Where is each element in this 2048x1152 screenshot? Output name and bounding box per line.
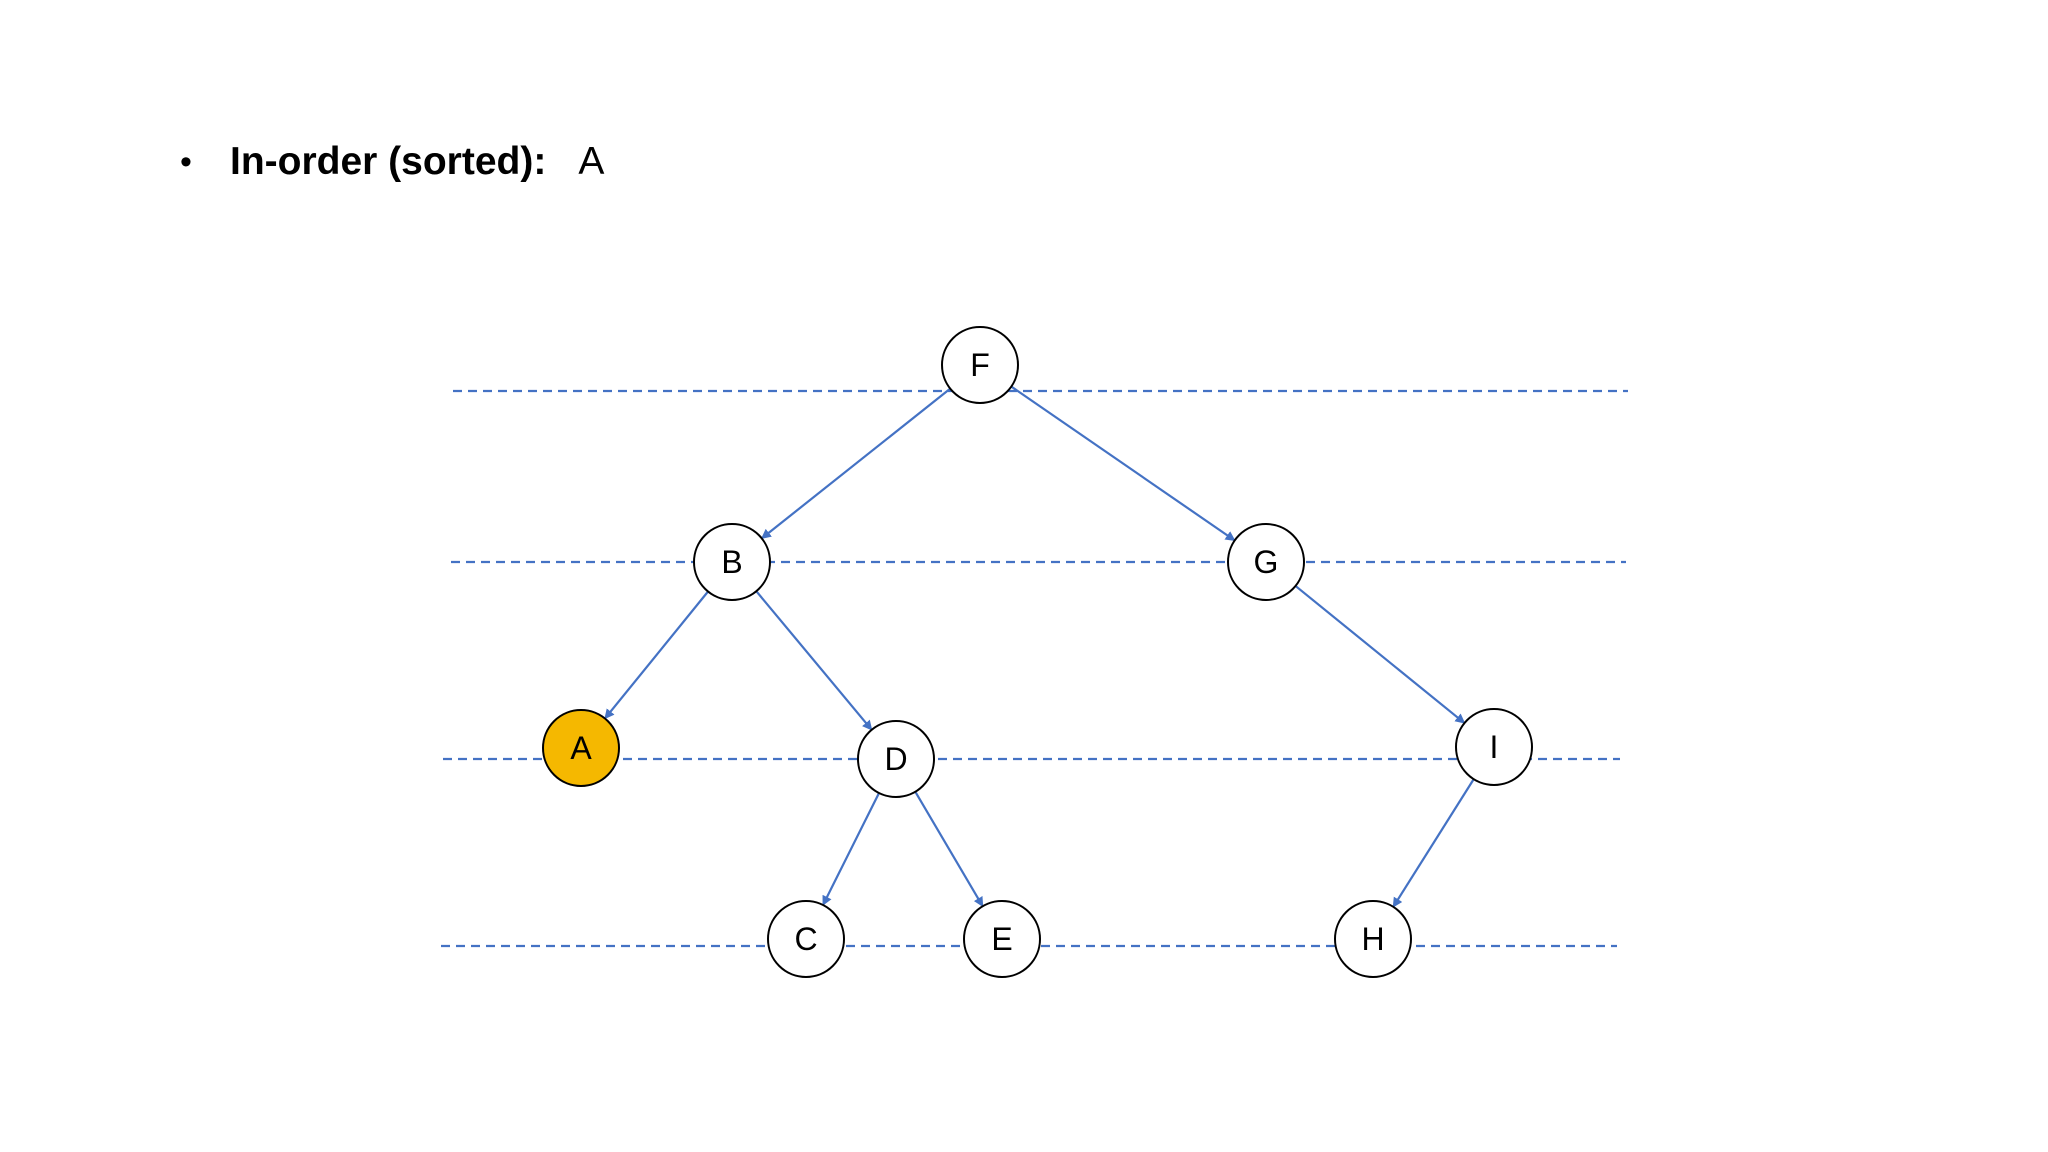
edge-d-e xyxy=(914,791,984,908)
node-label-i: I xyxy=(1490,729,1499,765)
node-e: E xyxy=(963,900,1041,978)
node-label-c: C xyxy=(794,921,817,957)
tree-nodes: F B G A D I C E H xyxy=(542,326,1533,978)
node-label-d: D xyxy=(884,741,907,777)
bullet-point: • xyxy=(180,142,192,181)
edge-b-d xyxy=(755,590,873,731)
node-i: I xyxy=(1455,708,1533,786)
edge-b-a xyxy=(604,590,709,720)
node-b: B xyxy=(693,523,771,601)
node-label-b: B xyxy=(721,544,742,580)
node-h: H xyxy=(1334,900,1412,978)
node-label-f: F xyxy=(970,347,990,383)
node-label-h: H xyxy=(1361,921,1384,957)
edge-f-g xyxy=(1010,385,1236,542)
node-a: A xyxy=(542,709,620,787)
node-g: G xyxy=(1227,523,1305,601)
node-circle-a xyxy=(542,709,620,787)
node-circle-i xyxy=(1455,708,1533,786)
node-circle-g xyxy=(1227,523,1305,601)
node-circle-h xyxy=(1334,900,1412,978)
node-c: C xyxy=(767,900,845,978)
node-circle-f xyxy=(941,326,1019,404)
in-order-heading: • In-order (sorted): A xyxy=(180,132,604,192)
edge-d-c xyxy=(822,792,880,906)
node-label-e: E xyxy=(991,921,1012,957)
edge-f-b xyxy=(760,387,951,539)
edge-i-h xyxy=(1392,778,1475,908)
node-d: D xyxy=(857,720,935,798)
traversal-result: A xyxy=(578,140,605,183)
node-circle-e xyxy=(963,900,1041,978)
edge-g-i xyxy=(1294,585,1466,724)
tree-edges xyxy=(604,385,1475,908)
level-lines xyxy=(441,389,1628,948)
node-label-g: G xyxy=(1254,544,1279,580)
node-circle-b xyxy=(693,523,771,601)
traversal-label: In-order (sorted): xyxy=(230,140,547,183)
node-f: F xyxy=(941,326,1019,404)
node-circle-d xyxy=(857,720,935,798)
node-circle-c xyxy=(767,900,845,978)
node-label-a: A xyxy=(570,730,592,766)
